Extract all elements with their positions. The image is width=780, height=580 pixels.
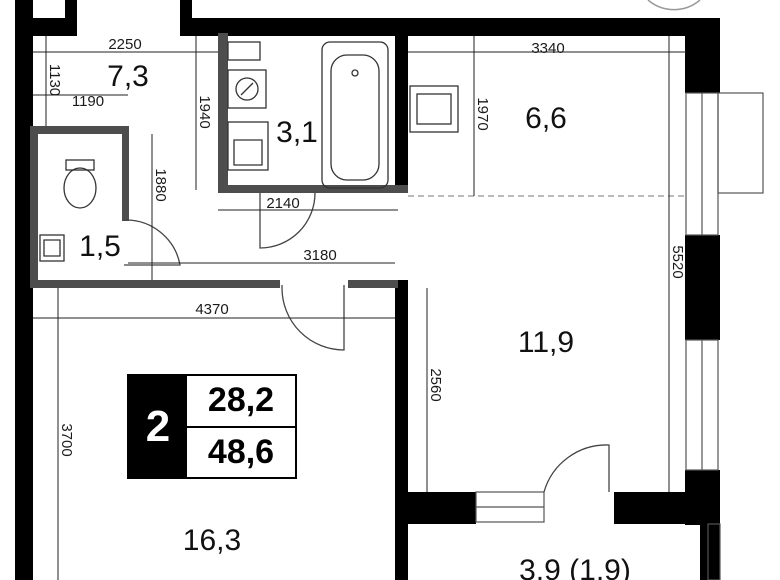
area-toilet: 1,5 bbox=[79, 230, 121, 263]
partitions bbox=[30, 33, 408, 288]
living-area: 28,2 bbox=[187, 376, 295, 428]
dim-corridor-width: 3180 bbox=[303, 247, 336, 264]
rooms-count: 2 bbox=[129, 376, 187, 477]
dim-toilet-width: 1190 bbox=[72, 93, 104, 110]
dim-right-depth: 5520 bbox=[669, 245, 686, 278]
walls bbox=[15, 0, 720, 580]
dim-living-depth: 2560 bbox=[427, 368, 444, 401]
dim-hall-depth-small: 1130 bbox=[46, 64, 63, 96]
area-hall: 7,3 bbox=[107, 60, 149, 93]
compass-arc bbox=[647, 0, 701, 11]
area-balcony: 3,9 (1,9) bbox=[519, 554, 631, 580]
dimension-lines bbox=[33, 36, 686, 580]
dim-kitchen-width: 3340 bbox=[531, 40, 564, 57]
doors bbox=[123, 192, 610, 493]
dim-bedroom-depth: 3700 bbox=[58, 423, 75, 456]
fixtures bbox=[39, 41, 459, 262]
dim-toilet-depth: 1880 bbox=[152, 168, 169, 201]
area-bedroom: 16,3 bbox=[183, 524, 241, 557]
dim-hall-width: 2250 bbox=[108, 36, 141, 53]
dim-bath-height: 1940 bbox=[196, 95, 213, 128]
area-kitchen: 6,6 bbox=[525, 102, 567, 135]
area-bathroom: 3,1 bbox=[276, 116, 318, 149]
area-living-room: 11,9 bbox=[518, 326, 574, 359]
total-area: 48,6 bbox=[207, 432, 275, 471]
area-values: 28,2 48,6 bbox=[187, 376, 295, 477]
apartment-summary-badge: 2 28,2 48,6 bbox=[127, 374, 297, 479]
dim-bedroom-width: 4370 bbox=[195, 301, 228, 318]
dim-kitchen-depth: 1970 bbox=[474, 97, 491, 130]
dim-bath-width: 2140 bbox=[266, 195, 299, 212]
windows bbox=[475, 92, 764, 580]
